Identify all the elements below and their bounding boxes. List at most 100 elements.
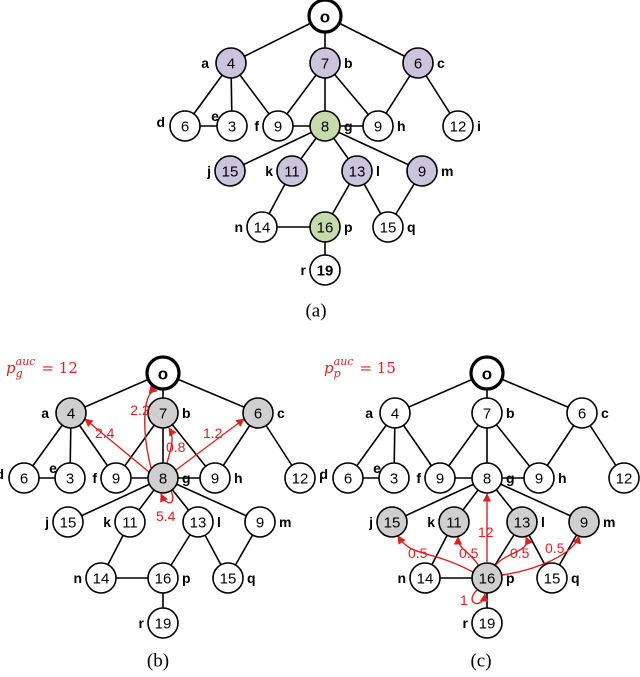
node-value: 14 [93, 571, 110, 588]
node-value: 15 [60, 515, 77, 532]
node-value: 9 [436, 471, 444, 488]
root-node-label: o [320, 8, 330, 27]
node-circle [471, 397, 503, 429]
node-letter: g [506, 470, 515, 486]
node-value: 16 [317, 220, 334, 237]
node-c-d: 6 [332, 462, 364, 494]
node-circle [424, 462, 456, 494]
node-a-e: 3 [216, 110, 248, 142]
node-c-e: 3 [378, 462, 410, 494]
node-value: 9 [274, 119, 282, 136]
node-circle [309, 47, 341, 79]
node-value: 8 [483, 471, 491, 488]
node-value: 15 [220, 571, 237, 588]
node-letter: m [441, 163, 453, 179]
node-value: 4 [391, 406, 399, 423]
node-a-f: 9 [262, 110, 294, 142]
node-a-r: 19 [309, 254, 341, 286]
node-circle [54, 462, 86, 494]
node-letter: g [182, 470, 191, 486]
node-letter: c [601, 405, 609, 421]
node-b-n: 14 [85, 562, 117, 594]
node-letter: l [376, 163, 380, 179]
node-a-n: 14 [246, 211, 278, 243]
arrow-label-p-l: 0.5 [510, 545, 530, 561]
node-b-c: 6 [242, 397, 274, 429]
arrow-label-p-k: 0.5 [459, 545, 479, 561]
arrow-label-p-g: 12 [478, 524, 494, 540]
node-letter: q [407, 219, 416, 235]
node-value: 7 [321, 56, 329, 73]
node-a-i: 12 [442, 110, 474, 142]
node-letter: m [279, 514, 291, 530]
node-value: 9 [211, 471, 219, 488]
node-value: 9 [374, 119, 382, 136]
node-circle [284, 462, 316, 494]
node-a-g: 8 [309, 110, 341, 142]
arrow-p-k [453, 536, 480, 567]
node-letter: b [182, 405, 191, 421]
node-a-p: 16 [309, 211, 341, 243]
arrow-g-self [160, 490, 174, 504]
node-c-h: 9 [523, 462, 555, 494]
edge-a-g-m [324, 125, 423, 172]
edge-a-g-j [229, 125, 326, 172]
caption-1: (b) [147, 651, 169, 672]
node-c-p: 16 [471, 562, 503, 594]
root-node-circle [469, 355, 505, 391]
node-circle [147, 397, 179, 429]
node-a-c: 6 [402, 47, 434, 79]
node-letter: r [463, 615, 469, 631]
node-circle [378, 462, 410, 494]
node-letter: c [437, 55, 445, 71]
node-circle [406, 155, 438, 187]
p-auc-label-b: pgauc= 12 [6, 355, 78, 380]
p-auc-text: ppauc= 15 [324, 355, 396, 380]
node-letter: b [506, 405, 515, 421]
node-c-m: 9 [568, 506, 600, 538]
node-b-m: 9 [244, 506, 276, 538]
node-circle [169, 110, 201, 142]
node-letter: a [365, 405, 373, 421]
node-letter: e [211, 108, 219, 124]
node-letter: r [301, 262, 307, 278]
node-value: 15 [222, 164, 239, 181]
node-letter: f [92, 470, 97, 486]
node-value: 12 [616, 471, 633, 488]
node-circle [100, 462, 132, 494]
node-letter: j [206, 163, 211, 179]
caption-2: (c) [470, 651, 491, 672]
arrow-label-g-o: 2.2 [130, 402, 150, 418]
node-value: 8 [321, 119, 329, 136]
node-circle [216, 110, 248, 142]
node-value: 16 [155, 571, 172, 588]
node-letter: l [541, 514, 545, 530]
node-letter: a [41, 405, 49, 421]
root-node-circle [307, 0, 343, 34]
node-b-l: 13 [182, 506, 214, 538]
arrow-p-j [397, 535, 474, 573]
node-letter: c [277, 405, 285, 421]
node-c-i: 12 [608, 462, 640, 494]
node-a-d: 6 [169, 110, 201, 142]
node-circle [147, 607, 179, 639]
node-circle [402, 47, 434, 79]
root-node-circle [145, 355, 181, 391]
node-value: 7 [483, 406, 491, 423]
node-letter: p [344, 219, 353, 235]
node-circle [376, 506, 408, 538]
node-circle [608, 462, 640, 494]
node-a-o: o [307, 0, 343, 34]
node-c-b: 7 [471, 397, 503, 429]
node-letter: h [234, 470, 243, 486]
node-letter: e [373, 460, 381, 476]
node-a-q: 15 [372, 211, 404, 243]
node-circle [442, 110, 474, 142]
arrow-g-b [166, 427, 177, 464]
p-auc-text: pgauc= 12 [6, 355, 78, 380]
node-letter: d [0, 466, 4, 482]
node-letter: i [477, 118, 481, 134]
arrow-g-o [144, 385, 158, 469]
arrow-p-self [471, 589, 489, 605]
